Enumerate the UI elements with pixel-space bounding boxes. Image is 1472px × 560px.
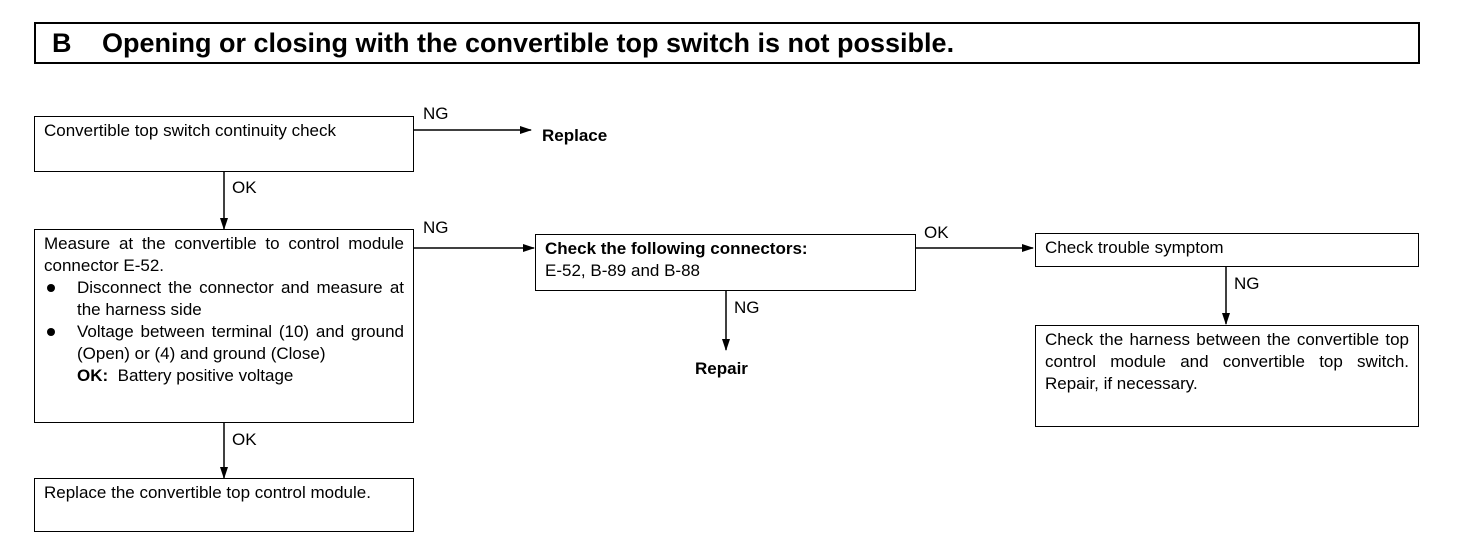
check-connectors-title: Check the following connectors: (545, 239, 808, 258)
replace-module-box: Replace the convertible top control modu… (34, 478, 414, 532)
switch-continuity-check-text: Convertible top switch continuity check (44, 121, 336, 140)
replace-module-text: Replace the convertible top control modu… (44, 483, 371, 502)
title-text: Opening or closing with the convertible … (102, 28, 955, 58)
measure-steps: Disconnect the connector and measure at … (44, 277, 404, 365)
check-harness-text: Check the harness between the convertibl… (1045, 330, 1409, 393)
measure-voltage-box: Measure at the convertible to control mo… (34, 229, 414, 423)
switch-ng-label: NG (423, 104, 449, 123)
check-trouble-symptom-box: Check trouble symptom (1035, 233, 1419, 267)
trouble-ng-label: NG (1234, 274, 1260, 293)
switch-ok-label: OK (232, 178, 257, 197)
check-harness-box: Check the harness between the convertibl… (1035, 325, 1419, 427)
measure-ok-key: OK: (77, 366, 109, 385)
section-letter: B (52, 28, 72, 58)
measure-ng-label: NG (423, 218, 449, 237)
measure-step-2: Voltage between terminal (10) and ground… (44, 321, 404, 365)
switch-continuity-check-box: Convertible top switch continuity check (34, 116, 414, 172)
measure-intro: Measure at the convertible to control mo… (44, 234, 404, 275)
check-connectors-box: Check the following connectors: E-52, B-… (535, 234, 916, 291)
measure-step-1: Disconnect the connector and measure at … (44, 277, 404, 321)
measure-ok-value: Battery positive voltage (117, 366, 294, 385)
check-connectors-list: E-52, B-89 and B-88 (545, 261, 700, 280)
connectors-ng-label: NG (734, 298, 760, 317)
page-title: B Opening or closing with the convertible… (34, 22, 1420, 64)
replace-label: Replace (542, 126, 608, 145)
connectors-ok-label: OK (924, 223, 949, 242)
repair-label: Repair (695, 359, 748, 378)
measure-ok-criteria: OK: Battery positive voltage (44, 365, 404, 387)
measure-ok-label: OK (232, 430, 257, 449)
check-trouble-symptom-text: Check trouble symptom (1045, 238, 1224, 257)
